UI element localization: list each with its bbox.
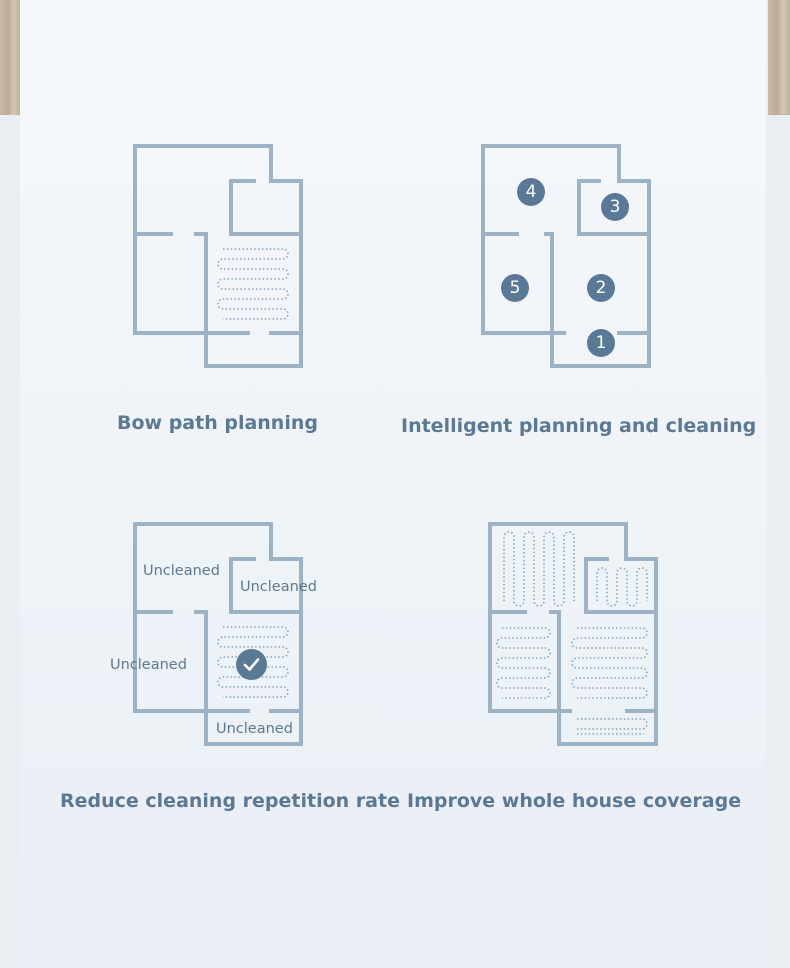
uncleaned-label-middle-left: Uncleaned	[110, 657, 187, 673]
room-number-4: 4	[517, 178, 545, 206]
feature-panel	[20, 0, 766, 968]
room-number-1: 1	[587, 329, 615, 357]
room-number-5: 5	[501, 274, 529, 302]
floorplan-reduce-repetition	[131, 521, 306, 749]
caption-intelligent: Intelligent planning and cleaning	[401, 415, 757, 437]
caption-reduce: Reduce cleaning repetition rate	[60, 790, 400, 812]
caption-bow-path: Bow path planning	[117, 412, 318, 434]
floorplan-bow-path	[131, 143, 306, 371]
caption-improve: Improve whole house coverage	[407, 790, 742, 812]
room-number-3: 3	[601, 193, 629, 221]
floorplan-whole-coverage	[487, 521, 662, 749]
uncleaned-label-bottom: Uncleaned	[216, 721, 293, 737]
uncleaned-label-top-right: Uncleaned	[240, 579, 317, 595]
room-number-2: 2	[587, 274, 615, 302]
uncleaned-label-top-left: Uncleaned	[143, 563, 220, 579]
wood-edge-left	[0, 0, 20, 115]
check-icon	[236, 649, 267, 680]
wood-edge-right	[768, 0, 790, 115]
floorplan-intelligent	[479, 143, 654, 371]
